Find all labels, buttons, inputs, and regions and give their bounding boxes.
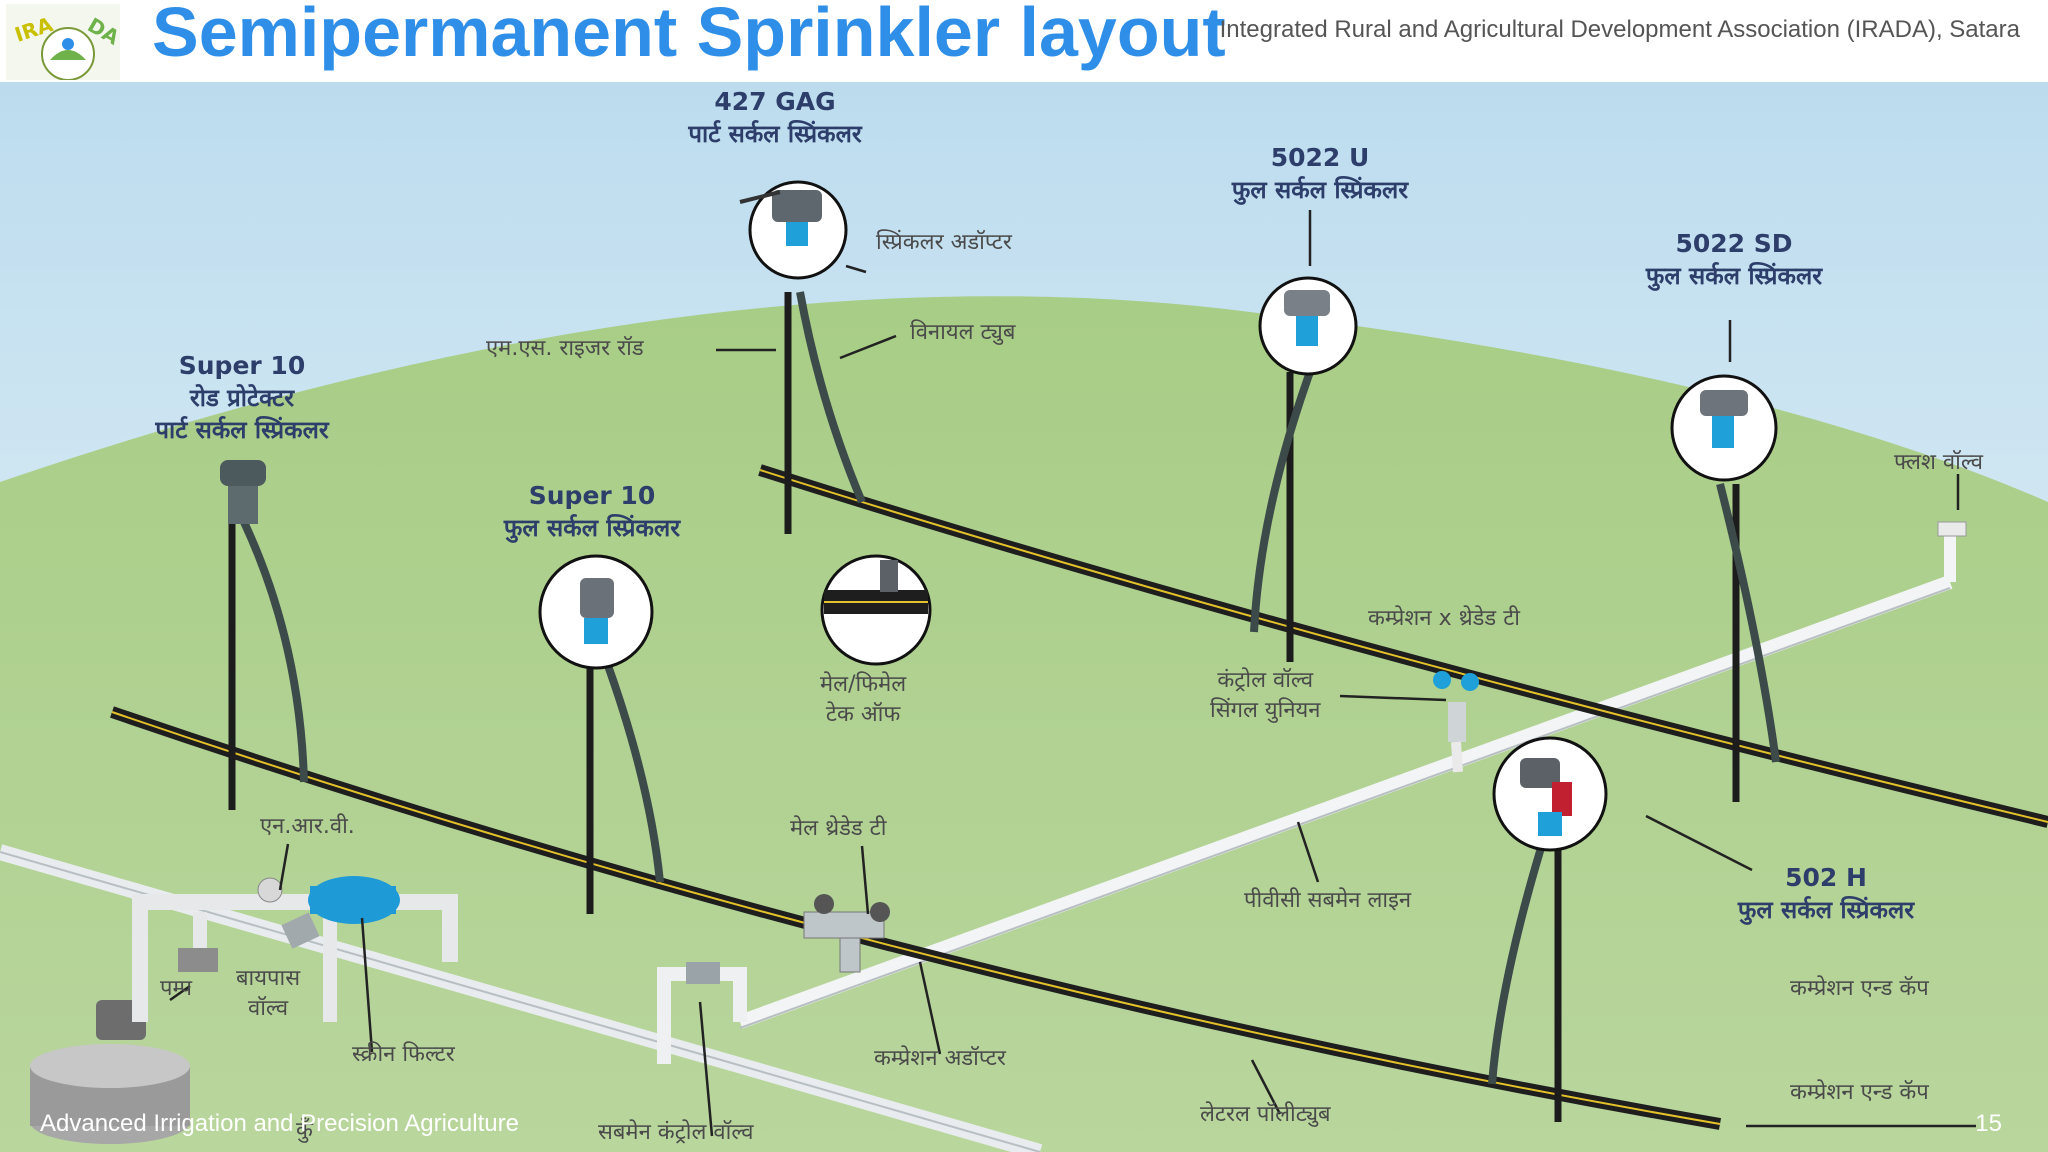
organization-name: Integrated Rural and Agricultural Develo…	[1219, 16, 2020, 43]
takeoff-detail	[820, 554, 932, 666]
note-takeoff: मेल/फिमेल टेक ऑफ	[820, 670, 906, 730]
sprinkler-h502-head	[1492, 736, 1608, 852]
label-502-h-type: फुल सर्कल स्प्रिंकलर	[1737, 896, 1915, 924]
note-control-valve-2: सिंगल युनियन	[1210, 698, 1321, 723]
footer-course: Advanced Irrigation and Precision Agricu…	[40, 1110, 519, 1137]
sprinkler-super10-full-head	[538, 554, 654, 670]
pump-well	[30, 1000, 190, 1144]
note-bypass-1: बायपास	[236, 966, 301, 991]
note-control-valve-1: कंट्रोल वॉल्व	[1217, 668, 1314, 693]
male-threaded-tee	[803, 894, 890, 973]
sprinkler-super10-rod-head	[220, 460, 266, 524]
page-number: 15	[1975, 1110, 2002, 1137]
control-valve-fitting	[1433, 671, 1479, 773]
label-super10-full-type: फुल सर्कल स्प्रिंकलर	[503, 514, 681, 542]
note-vinyl-tube: विनायल ट्युब	[910, 320, 1016, 345]
label-super10-rod-model: Super 10	[178, 351, 306, 380]
diagram-illustration	[0, 82, 2048, 1152]
note-nrv: एन.आर.वी.	[260, 814, 355, 839]
riser-gag427	[784, 291, 866, 534]
label-5022-u-type: फुल सर्कल स्प्रिंकलर	[1231, 176, 1409, 204]
sprinkler-layout-diagram: 427 GAG पार्ट सर्कल स्प्रिंकलर 5022 U फु…	[0, 82, 2048, 1152]
label-5022-u-model: 5022 U	[1270, 143, 1370, 172]
label-427-gag-type: पार्ट सर्कल स्प्रिंकलर	[688, 120, 862, 148]
screen-filter	[281, 876, 400, 949]
label-super10-rod-type: पार्ट सर्कल स्प्रिंकलर	[155, 416, 329, 444]
label-502-h: 502 H फुल सर्कल स्प्रिंकलर	[1696, 862, 1956, 926]
note-pump: पम्प	[160, 976, 193, 1001]
pvc-submain-branch	[737, 575, 1953, 1029]
riser-super10-full	[586, 658, 664, 914]
lateral-upper	[758, 464, 2048, 828]
note-sprinkler-adapter: स्प्रिंकलर अडॉप्टर	[876, 230, 1012, 255]
note-flush-valve: फ्लश वॉल्व	[1894, 450, 1984, 475]
riser-h502	[1488, 836, 1562, 1122]
riser-u5022	[1250, 370, 1314, 662]
note-bypass-2: वॉल्व	[248, 996, 289, 1021]
riser-super10-rod	[228, 520, 308, 810]
note-submain-control-valve: सबमेन कंट्रोल वॉल्व	[598, 1120, 754, 1145]
note-pvc-submain: पीवीसी सबमेन लाइन	[1244, 888, 1412, 913]
label-427-gag: 427 GAG पार्ट सर्कल स्प्रिंकलर	[650, 86, 900, 150]
label-427-gag-model: 427 GAG	[714, 87, 836, 116]
note-takeoff-2: टेक ऑफ	[825, 702, 901, 727]
field	[0, 296, 2048, 1152]
label-5022-sd-type: फुल सर्कल स्प्रिंकलर	[1645, 262, 1823, 290]
sprinkler-u5022-head	[1258, 276, 1358, 376]
label-502-h-model: 502 H	[1785, 863, 1867, 892]
label-5022-sd-model: 5022 SD	[1675, 229, 1793, 258]
leader-lines	[169, 210, 1976, 1137]
flush-valve	[1937, 521, 1967, 537]
note-lateral-polytube: लेटरल पॉलीट्युब	[1200, 1102, 1331, 1127]
note-compression-tee: कम्प्रेशन x थ्रेडेड टी	[1368, 606, 1520, 631]
irada-logo: IRA DA	[6, 4, 124, 81]
label-super10-rod: Super 10 रोड प्रोटेक्टर पार्ट सर्कल स्प्…	[112, 350, 372, 446]
submain-control-valve	[657, 962, 747, 1064]
note-control-valve: कंट्रोल वॉल्व सिंगल युनियन	[1210, 666, 1321, 726]
label-5022-u: 5022 U फुल सर्कल स्प्रिंकलर	[1190, 142, 1450, 206]
note-screen-filter: स्क्रीन फिल्टर	[352, 1042, 455, 1067]
bypass-piping	[132, 877, 458, 1022]
sprinkler-sd5022-head	[1670, 374, 1778, 482]
label-super10-full: Super 10 फुल सर्कल स्प्रिंकलर	[462, 480, 722, 544]
note-compression-adapter: कम्प्रेशन अडॉप्टर	[874, 1046, 1006, 1071]
sprinkler-gag427-head	[739, 180, 848, 280]
note-riser-rod: एम.एस. राइजर रॉड	[486, 336, 644, 361]
lateral-lower	[110, 706, 1722, 1130]
label-super10-full-model: Super 10	[528, 481, 656, 510]
label-5022-sd: 5022 SD फुल सर्कल स्प्रिंकलर	[1604, 228, 1864, 292]
note-well: कुँ	[296, 1118, 313, 1143]
riser-sd5022	[1716, 483, 1780, 802]
label-super10-rod-sub: रोड प्रोटेक्टर	[189, 384, 295, 412]
note-end-cap-2: कम्प्रेशन एन्ड कॅप	[1790, 1080, 1929, 1105]
note-male-threaded-tee: मेल थ्रेडेड टी	[790, 816, 887, 841]
page-title: Semipermanent Sprinkler layout	[152, 0, 1226, 71]
note-takeoff-1: मेल/फिमेल	[820, 672, 907, 697]
note-end-cap-1: कम्प्रेशन एन्ड कॅप	[1790, 976, 1929, 1001]
header: IRA DA Semipermanent Sprinkler layout In…	[0, 0, 2048, 84]
note-bypass-valve: बायपास वॉल्व	[236, 964, 300, 1024]
